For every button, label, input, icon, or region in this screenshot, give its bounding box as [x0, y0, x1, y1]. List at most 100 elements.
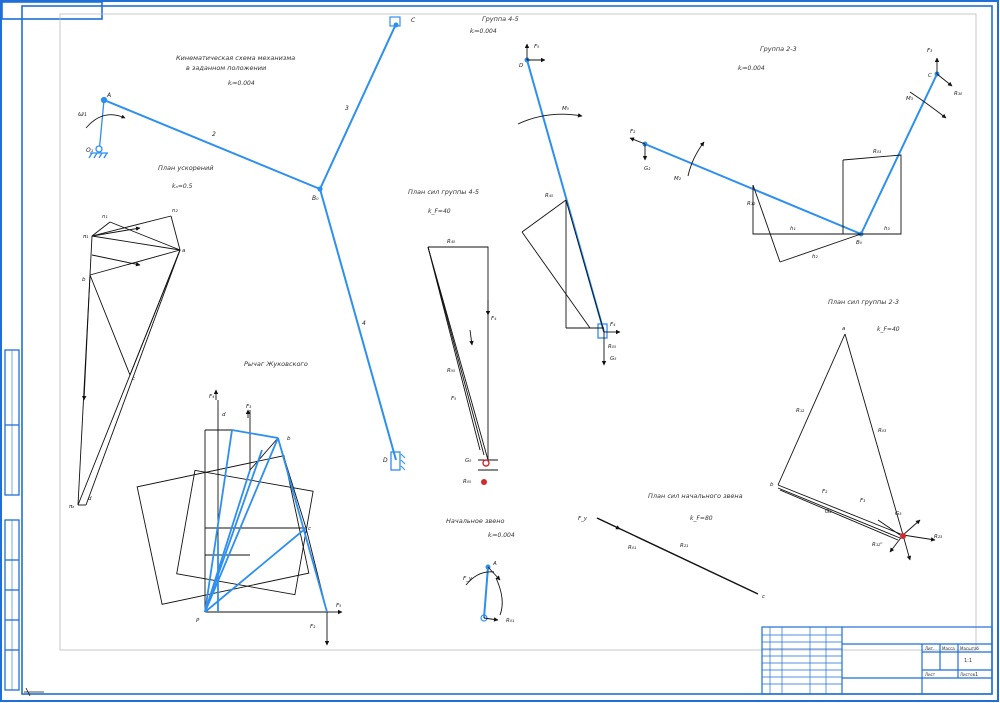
svg-text:R₃₀: R₃₀: [954, 91, 963, 97]
svg-text:R₀₃: R₀₃: [873, 149, 882, 155]
tb-sheets: Листов: [960, 672, 976, 677]
tb-mass: Масса: [942, 646, 955, 651]
svg-text:M₂: M₂: [674, 176, 682, 182]
scheme-scale: kₗ=0.004: [228, 80, 255, 87]
svg-text:R₄₅: R₄₅: [447, 239, 455, 245]
svg-text:B₀: B₀: [856, 240, 863, 246]
svg-text:F_y: F_y: [463, 576, 473, 582]
point-c-label: C: [411, 17, 416, 24]
group45-scale: kₗ=0.004: [470, 28, 497, 35]
svg-text:R₅₅: R₅₅: [447, 368, 455, 374]
fpin-title: План сил начального звена: [648, 492, 743, 500]
svg-text:c: c: [132, 376, 135, 382]
group23-scale: kₗ=0.004: [738, 65, 765, 72]
svg-text:c: c: [308, 526, 311, 532]
link-2: [103, 99, 321, 190]
tb-sheets-value: 1: [975, 672, 978, 678]
axis-marker: [24, 687, 44, 697]
svg-text:G₂: G₂: [825, 509, 832, 515]
svg-text:G₃: G₃: [895, 511, 902, 517]
fpin-scale: k_F=80: [690, 515, 713, 522]
slider-d: [390, 451, 401, 471]
omega-label: ω₁: [78, 110, 87, 118]
svg-text:F₂: F₂: [310, 624, 316, 630]
svg-text:F₃: F₃: [860, 498, 866, 504]
point-a-label: A: [106, 92, 111, 99]
group-4-5: Группа 4-5 kₗ=0.004 F₅ D M₅ R₄₅ F₄ R₀₅ G…: [470, 15, 621, 366]
svg-text:G₂: G₂: [644, 166, 651, 172]
tb-scale: Масштаб: [960, 646, 980, 651]
zhukovsky-lever: Рычаг Жуковского F₄ F₃: [136, 360, 343, 646]
svg-text:R₀₅: R₀₅: [463, 479, 471, 485]
input-title: Начальное звено: [446, 517, 505, 525]
svg-text:b: b: [770, 482, 774, 488]
force-plan-4-5: План сил группы 4-5 k_F=40 R₄₅ F₄ R₅₅ F₅…: [408, 188, 498, 485]
svg-text:n₂: n₂: [172, 208, 178, 214]
svg-text:G₅: G₅: [610, 356, 616, 362]
force-plan-input: План сил начального звена k_F=80 F_y R₀₁…: [578, 492, 765, 600]
fp45-scale: k_F=40: [428, 208, 451, 215]
svg-text:a: a: [842, 326, 846, 332]
force-plan-2-3: План сил группы 2-3 k_F=40 a b R₁₂ R₀₃ F…: [770, 298, 943, 561]
left-margin-stamp: [4, 349, 20, 691]
svg-text:M₃: M₃: [906, 96, 914, 102]
fp45-title: План сил группы 4-5: [408, 188, 479, 196]
svg-text:D: D: [519, 63, 523, 69]
svg-text:b: b: [287, 436, 291, 442]
tb-lit: Лит.: [925, 646, 934, 651]
svg-text:R₁₂ⁿ: R₁₂ⁿ: [872, 542, 882, 548]
svg-text:M₅: M₅: [562, 106, 569, 112]
fp23-title: План сил группы 2-3: [828, 298, 899, 306]
link-4-label: 4: [362, 320, 366, 327]
joint-b: [317, 186, 323, 192]
group-2-3: Группа 2-3 kₗ=0.004 F₂ G₂ M₂ F₃ C R₃₀ M₃…: [629, 45, 963, 263]
svg-text:π₁: π₁: [83, 234, 89, 240]
svg-text:R₀₃: R₀₃: [878, 428, 887, 434]
tb-sheet: Лист: [925, 672, 936, 677]
accel-scale: kₐ=0.5: [172, 183, 193, 190]
fp23-scale: k_F=40: [877, 326, 900, 333]
link-2-label: 2: [212, 131, 216, 138]
svg-text:G₅: G₅: [465, 458, 471, 464]
kinematic-scheme: Кинематическая схема механизма в заданно…: [78, 16, 416, 471]
svg-text:F₄: F₄: [491, 316, 497, 322]
svg-text:F₂: F₂: [822, 489, 828, 495]
svg-text:a: a: [182, 248, 186, 254]
title-block: Лит. Масса Масштаб Лист Листов 1:1 1: [761, 626, 993, 695]
svg-text:F₅: F₅: [451, 396, 456, 402]
link-4: [319, 188, 397, 461]
svg-text:F₃: F₃: [927, 48, 933, 54]
input-scale: kₗ=0.004: [488, 532, 515, 539]
svg-text:P: P: [196, 618, 200, 624]
svg-text:R₁₂: R₁₂: [796, 408, 805, 414]
svg-text:R₄₅: R₄₅: [545, 193, 553, 199]
svg-text:R₂₁: R₂₁: [680, 543, 688, 549]
svg-text:h₂: h₂: [812, 254, 818, 260]
svg-text:F₅: F₅: [336, 603, 341, 609]
point-d-label: D: [383, 457, 388, 464]
svg-text:n₁: n₁: [102, 214, 108, 220]
acceleration-plan: План ускорений kₐ=0.5 n₁ n₂ a π₁ b c πₐ …: [69, 164, 214, 510]
input-link: Начальное звено kₗ=0.004 A F_y R₀₁: [446, 517, 515, 624]
svg-text:c: c: [762, 594, 765, 600]
svg-text:πₐ: πₐ: [69, 504, 74, 510]
svg-text:R₀₁: R₀₁: [628, 545, 636, 551]
svg-text:b: b: [82, 277, 86, 283]
point-b-label: B₀: [312, 195, 319, 202]
svg-text:A: A: [492, 561, 497, 567]
svg-text:R₀₅: R₀₅: [608, 344, 616, 350]
group23-title: Группа 2-3: [760, 45, 797, 53]
crank-support: [88, 96, 108, 159]
svg-text:F₄: F₄: [610, 322, 616, 328]
scheme-title-1: Кинематическая схема механизма: [176, 54, 295, 62]
svg-text:h₁: h₁: [790, 226, 796, 232]
svg-text:h₃: h₃: [884, 226, 890, 232]
svg-text:F₃: F₃: [246, 404, 252, 410]
accel-title: План ускорений: [158, 164, 214, 172]
svg-text:F₂: F₂: [630, 129, 636, 135]
svg-text:d: d: [88, 496, 92, 502]
group45-title: Группа 4-5: [482, 15, 519, 23]
svg-text:F₅: F₅: [534, 44, 539, 50]
